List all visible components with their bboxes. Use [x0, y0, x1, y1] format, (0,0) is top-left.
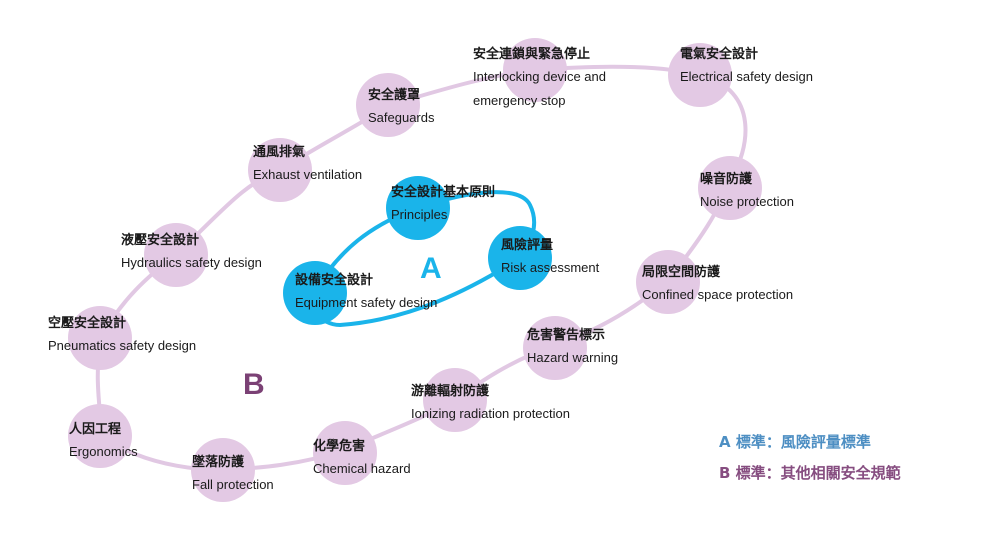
node-en-label: Electrical safety design [680, 69, 813, 84]
group-label-a: A [420, 252, 442, 285]
outer-node-circle [144, 223, 208, 287]
node-zh-label: 化學危害 [313, 439, 366, 454]
inner-node-circle [283, 261, 347, 325]
node-en-label: Principles [391, 207, 448, 222]
node-electrical-safety: 電氣安全設計 Electrical safety design [680, 45, 813, 89]
node-en-label: Noise protection [700, 194, 794, 209]
node-noise-protection: 噪音防護 Noise protection [700, 170, 794, 214]
node-en-label: Fall protection [192, 477, 274, 492]
node-en-label: Interlocking device and emergency stop [473, 69, 606, 108]
node-zh-label: 危害警告標示 [527, 328, 606, 343]
node-zh-label: 通風排氣 [253, 145, 306, 160]
node-zh-label: 風險評量 [501, 238, 554, 253]
outer-node-circle [68, 306, 132, 370]
outer-node-circle [423, 368, 487, 432]
inner-node-circle [488, 226, 552, 290]
node-principles: 安全設計基本原則 Principles [391, 183, 495, 227]
node-ergonomics: 人因工程 Ergonomics [69, 420, 138, 464]
node-zh-label: 局限空間防護 [642, 265, 721, 280]
outer-node-circle [523, 316, 587, 380]
outer-node-circle [668, 43, 732, 107]
node-zh-label: 空壓安全設計 [48, 316, 127, 331]
outer-node-circle [503, 38, 567, 102]
outer-node-circle [191, 438, 255, 502]
node-zh-label: 液壓安全設計 [121, 233, 200, 248]
node-en-label: Ergonomics [69, 444, 138, 459]
node-zh-label: 安全護罩 [368, 88, 421, 103]
node-en-label: Pneumatics safety design [48, 338, 197, 353]
node-zh-label: 安全設計基本原則 [391, 185, 496, 200]
legend-a: A 標準：風險評量標準 [719, 433, 871, 451]
node-interlocking: 安全連鎖與緊急停止 Interlocking device and emerge… [473, 45, 606, 113]
node-equipment-safety: 設備安全設計 Equipment safety design [295, 271, 437, 315]
outer-node-circle [68, 404, 132, 468]
node-en-label: Risk assessment [501, 260, 600, 275]
node-zh-label: 電氣安全設計 [680, 47, 759, 62]
node-confined-space: 局限空間防護 Confined space protection [642, 263, 793, 307]
node-en-label: Hazard warning [527, 350, 619, 365]
node-zh-label: 安全連鎖與緊急停止 [473, 47, 591, 62]
node-zh-label: 墜落防護 [192, 455, 245, 470]
node-zh-label: 設備安全設計 [295, 273, 374, 288]
node-en-label: Confined space protection [642, 287, 794, 302]
outer-node-circle [356, 73, 420, 137]
node-zh-label: 游離輻射防護 [411, 384, 490, 399]
outer-node-circle [248, 138, 312, 202]
node-risk-assessment: 風險評量 Risk assessment [501, 236, 599, 280]
node-en-label: Hydraulics safety design [121, 255, 262, 270]
outer-node-circle [698, 156, 762, 220]
node-pneumatics: 空壓安全設計 Pneumatics safety design [48, 314, 196, 358]
node-hydraulics: 液壓安全設計 Hydraulics safety design [121, 231, 262, 275]
node-fall-protection: 墜落防護 Fall protection [192, 453, 274, 497]
node-en-label: Equipment safety design [295, 295, 438, 310]
node-zh-label: 人因工程 [69, 422, 122, 437]
legend-b: B 標準：其他相關安全規範 [719, 464, 901, 482]
node-en-label: Safeguards [368, 110, 435, 125]
node-zh-label: 噪音防護 [700, 172, 753, 187]
inner-node-circle [386, 176, 450, 240]
node-chemical-hazard: 化學危害 Chemical hazard [313, 437, 411, 481]
node-en-label: Chemical hazard [313, 461, 411, 476]
node-exhaust-ventilation: 通風排氣 Exhaust ventilation [253, 143, 362, 187]
outer-node-circle [313, 421, 377, 485]
node-en-label: Exhaust ventilation [253, 167, 363, 182]
node-ionizing-radiation: 游離輻射防護 Ionizing radiation protection [411, 382, 570, 426]
node-safeguards: 安全護罩 Safeguards [368, 86, 435, 130]
group-label-b: B [243, 368, 265, 401]
node-hazard-warning: 危害警告標示 Hazard warning [527, 326, 618, 370]
outer-node-circle [636, 250, 700, 314]
node-en-label: Ionizing radiation protection [411, 406, 570, 421]
